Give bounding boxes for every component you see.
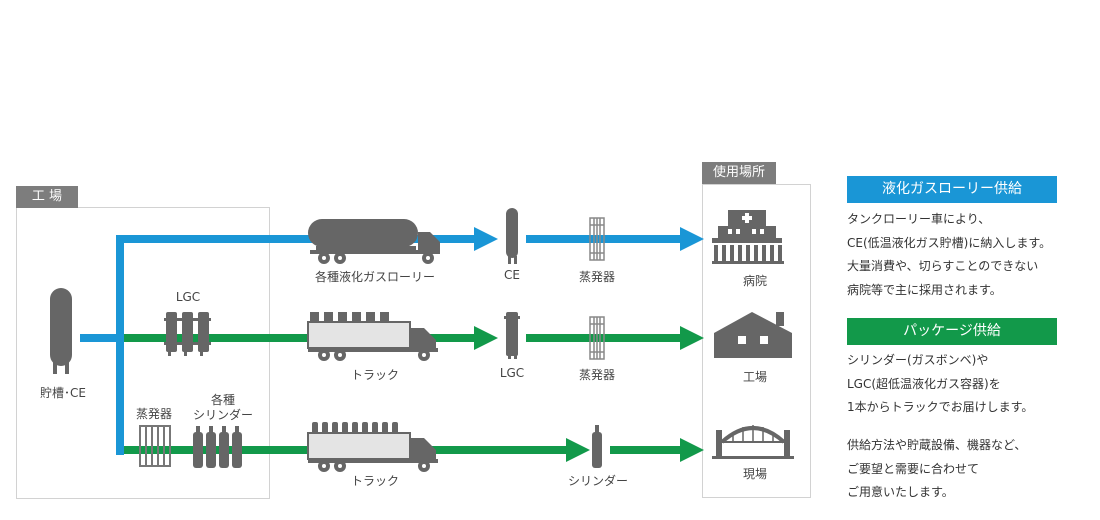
site-label: 現場 [742,467,767,481]
hospital-label: 病院 [742,274,767,288]
text-line: シリンダー(ガスボンベ)や [847,353,989,367]
ce-tank-icon [506,208,518,264]
tanker-supply-text: タンクローリー車により、 CE(低温液化ガス貯槽)に納入します。 大量消費や、切… [847,208,1051,302]
storage-tank-label: 貯槽･CE [40,386,86,400]
cylinder-icon [592,425,602,468]
tanker-truck-label: 各種液化ガスローリー [314,270,435,284]
storage-tank-icon [50,288,72,374]
cylinder-truck-icon [307,422,438,472]
evaporator-icon [589,316,605,360]
ce-label: CE [504,268,520,282]
factory-usage-label: 工場 [742,370,767,384]
cylinder-truck-label: トラック [350,474,399,488]
text-line: CE(低温液化ガス貯槽)に納入します。 [847,235,1052,250]
blue-pipes [80,227,704,455]
cylinder-mid-label: シリンダー [567,474,628,488]
arrow-icon [474,326,498,350]
evaporator-icon [589,217,605,261]
factory-tag: 工 場 [16,186,78,208]
text-line: タンクローリー車により、 [847,212,991,226]
text-line: ご要望と需要に合わせて [847,461,980,476]
factory-building-icon [714,312,792,358]
cylinders-label: 各種 シリンダー [192,393,253,422]
text-line: 1本からトラックでお届けします。 [847,400,1034,414]
arrow-icon [680,438,704,462]
package-truck-label: トラック [350,368,399,382]
text-line: 大量消費や、切らすことのできない [847,259,1039,273]
text-line: ご用意いたします。 [847,485,954,499]
text-line: 病院等で主に採用されます。 [847,282,1002,297]
package-supply-note: 供給方法や貯蔵設備、機器など、 ご要望と需要に合わせて ご用意いたします。 [847,434,1026,505]
lgc-mid-label: LGC [499,366,525,380]
package-supply-text: シリンダー(ガスボンベ)や LGC(超低温液化ガス容器)を 1本からトラックでお… [847,349,1033,420]
construction-site-icon [712,425,794,459]
arrow-icon [474,227,498,251]
arrow-icon [680,326,704,350]
package-evaporator-label: 蒸発器 [578,368,615,382]
evaporator-icon [139,425,171,467]
text-line: LGC(超低温液化ガス容器)を [847,376,1001,391]
lgc-truck-icon [307,312,438,361]
arrow-icon [680,227,704,251]
hospital-icon [712,210,784,264]
lgc-label: LGC [175,290,201,304]
arrow-icon [566,438,590,462]
lgc-containers-icon [164,312,211,356]
tanker-evaporator-label: 蒸発器 [578,270,615,284]
lgc-container-icon [504,312,520,359]
factory-evaporator-label: 蒸発器 [135,407,172,421]
tanker-truck-icon [308,219,440,264]
cylinders-icon [193,426,242,468]
package-supply-title: パッケージ供給 [847,318,1057,345]
tanker-supply-title: 液化ガスローリー供給 [847,176,1057,203]
text-line: 供給方法や貯蔵設備、機器など、 [847,438,1027,452]
usage-tag: 使用場所 [702,162,776,184]
